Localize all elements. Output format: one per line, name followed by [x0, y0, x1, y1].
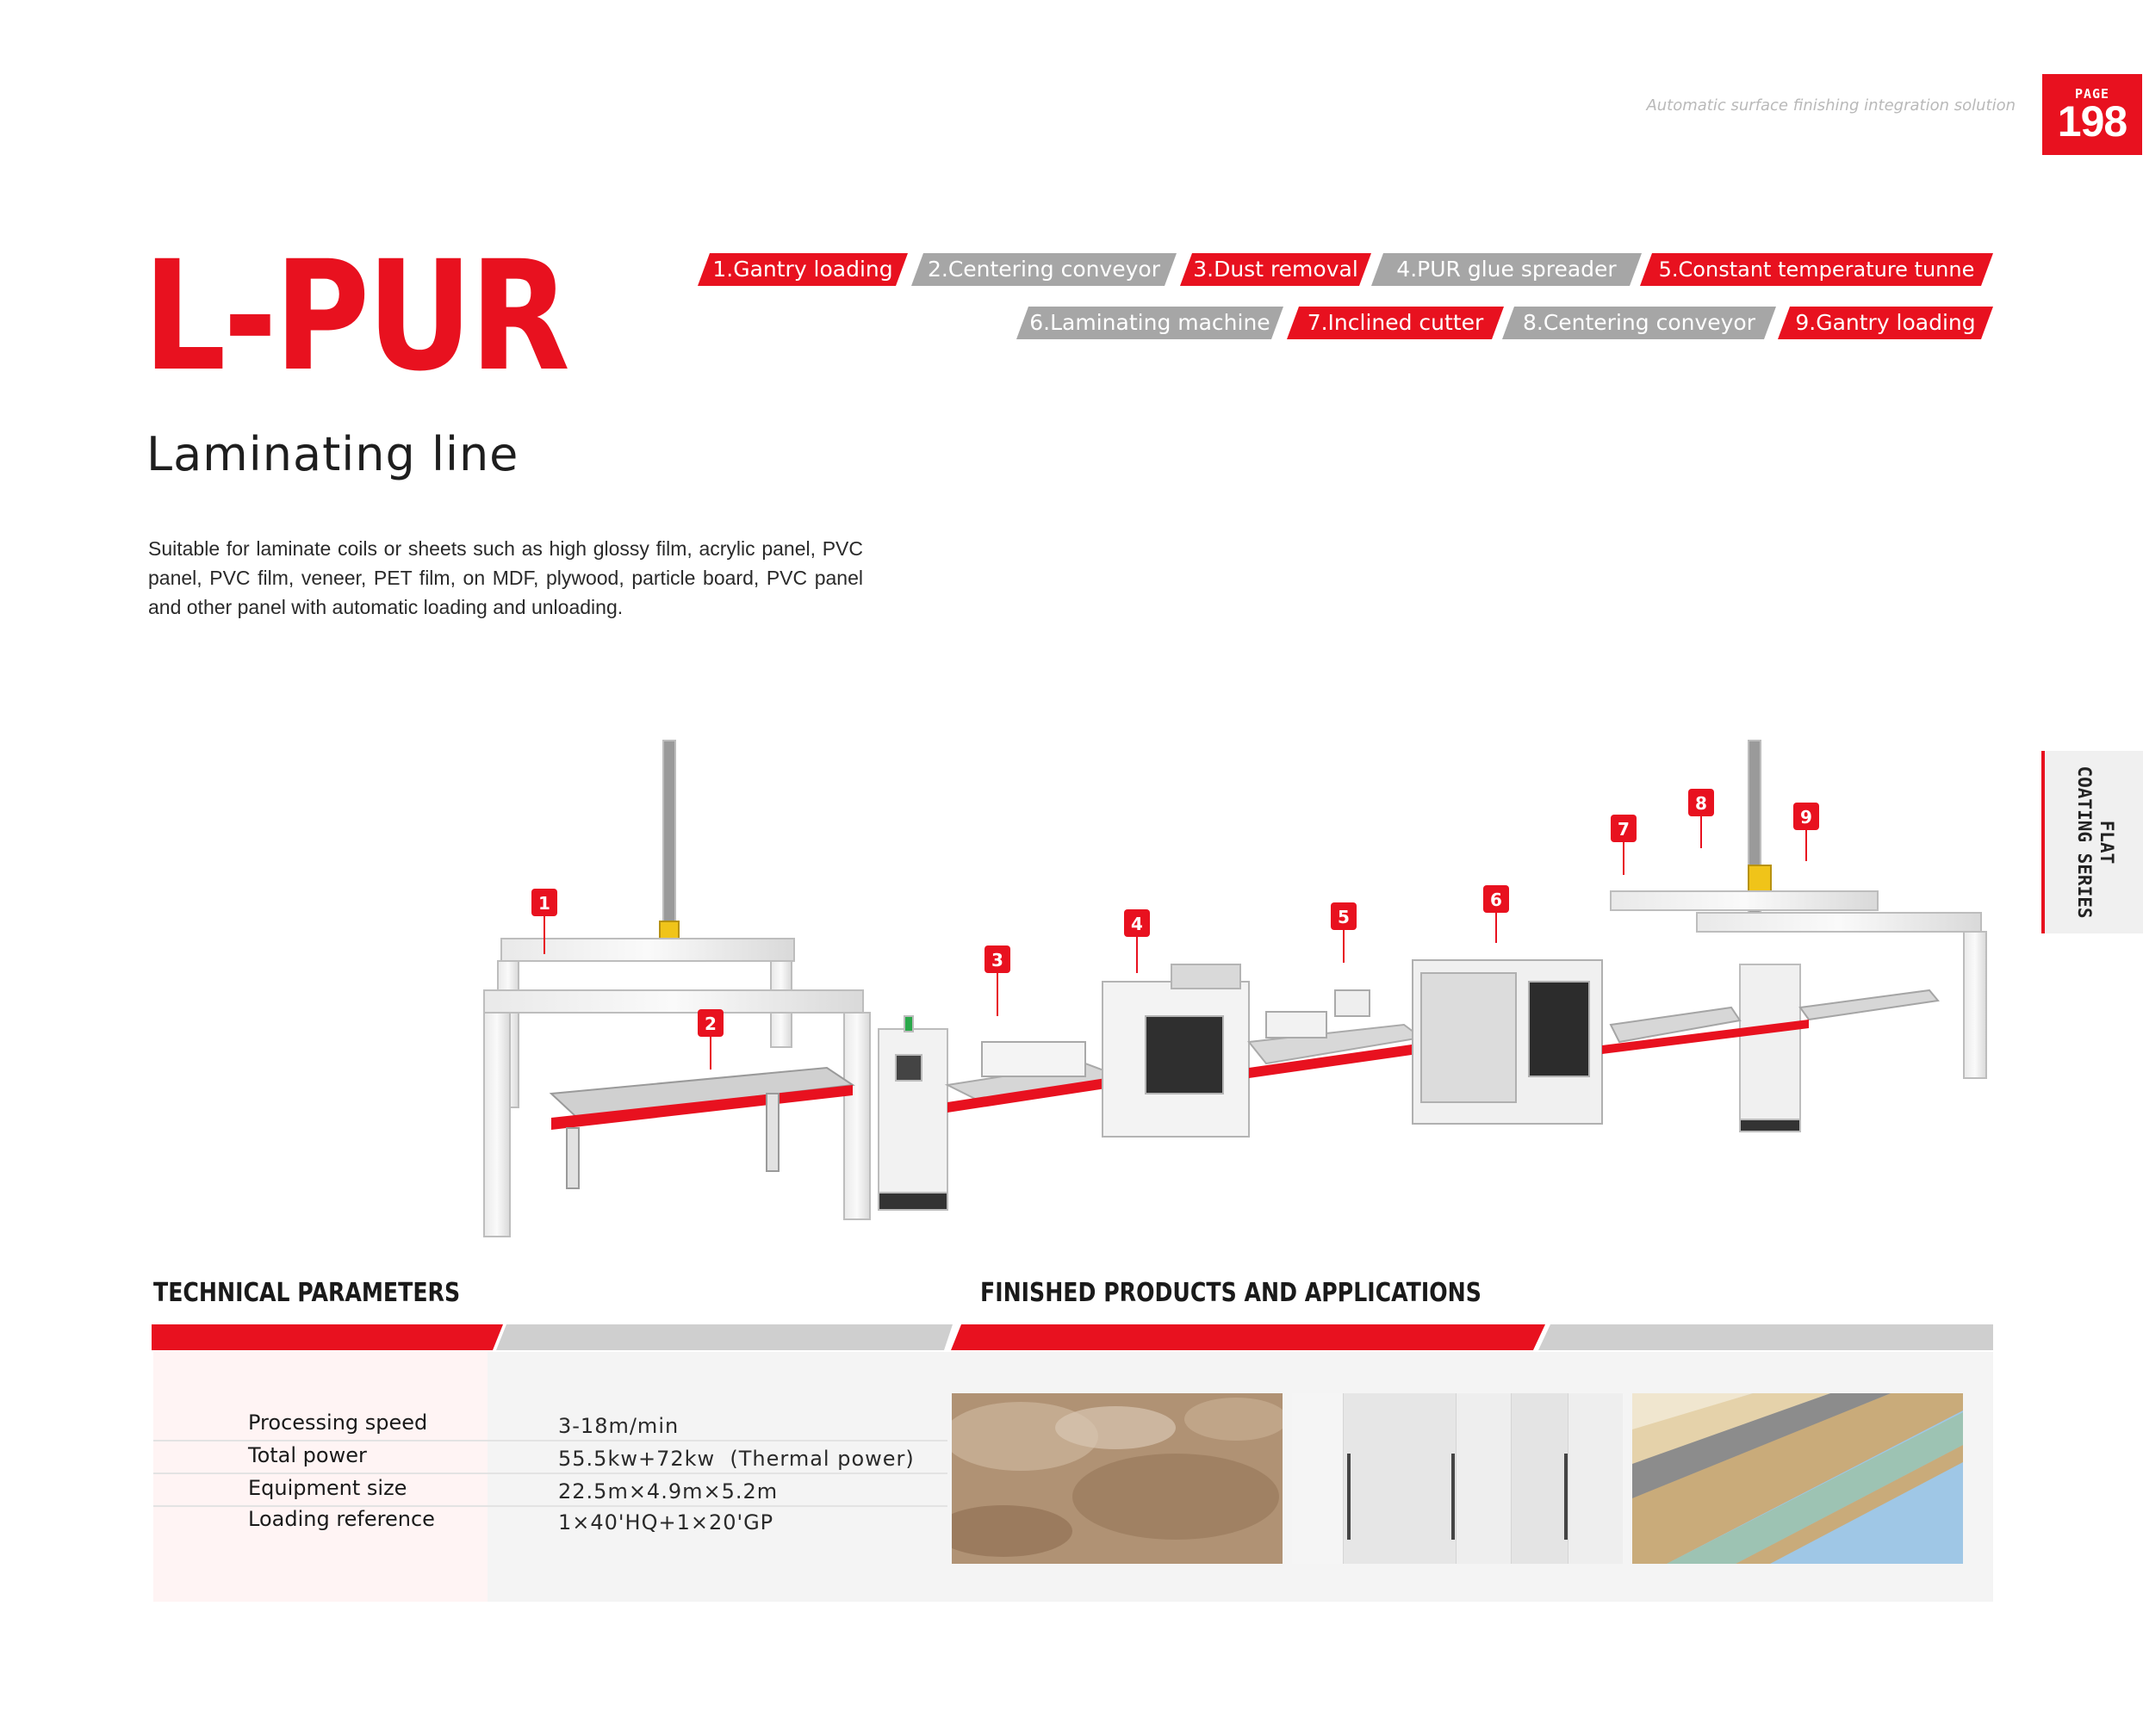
param-key: Loading reference — [248, 1507, 435, 1531]
marker-label: 9 — [1800, 807, 1812, 828]
process-step: 8.Centering conveyor — [1502, 307, 1776, 339]
marker-6: 6 — [1483, 885, 1509, 943]
param-row: Loading reference 1×40'HQ+1×20'GP — [153, 1505, 947, 1536]
param-value: 3-18m/min — [558, 1414, 680, 1438]
laminating-machine — [1412, 959, 1603, 1125]
param-row: Processing speed 3-18m/min — [153, 1409, 947, 1442]
gantry-right — [1610, 740, 1987, 1132]
control-cabinet — [878, 1015, 948, 1211]
product-subtitle: Laminating line — [146, 427, 519, 481]
laminating-line-illustration: 1 2 3 4 5 6 7 8 9 — [483, 740, 1987, 1237]
marker-label: 6 — [1490, 890, 1502, 910]
process-step: 7.Inclined cutter — [1287, 307, 1504, 339]
dust-removal-unit — [944, 1041, 1146, 1113]
marker-2: 2 — [698, 1009, 724, 1070]
marker-label: 4 — [1131, 914, 1143, 934]
marker-4: 4 — [1124, 909, 1150, 973]
marker-3: 3 — [985, 946, 1010, 1016]
particle-board-photo — [1632, 1393, 1963, 1564]
process-step: 6.Laminating machine — [1016, 307, 1283, 339]
param-row: Equipment size 22.5m×4.9m×5.2m — [153, 1474, 947, 1507]
conveyor-right — [1602, 989, 1940, 1054]
marker-label: 1 — [538, 893, 550, 914]
page-number: 198 — [2057, 97, 2127, 146]
gantry-left — [483, 740, 871, 1237]
side-tab-line2: COATING SERIES — [2074, 766, 2095, 919]
wardrobe-doors-photo — [1292, 1393, 1623, 1564]
param-key: Equipment size — [248, 1476, 407, 1500]
section-bands — [152, 1324, 1993, 1350]
param-key: Processing speed — [248, 1410, 428, 1435]
applications-heading: FINISHED PRODUCTS AND APPLICATIONS — [980, 1278, 1481, 1308]
param-value: 22.5m×4.9m×5.2m — [558, 1479, 779, 1504]
marker-label: 3 — [991, 950, 1003, 970]
product-title: L-PUR — [143, 228, 570, 405]
marker-9: 9 — [1793, 803, 1819, 861]
parameter-label-column — [153, 1352, 488, 1602]
process-step: 2.Centering conveyor — [911, 253, 1177, 286]
marker-label: 7 — [1618, 819, 1630, 840]
glue-spreader — [1102, 964, 1250, 1138]
technical-parameters-heading: TECHNICAL PARAMETERS — [153, 1278, 461, 1308]
marker-5: 5 — [1331, 902, 1357, 963]
process-step: 9.Gantry loading — [1778, 307, 1993, 339]
marker-1: 1 — [531, 889, 557, 954]
side-tab: FLAT COATING SERIES — [2041, 751, 2143, 933]
param-value: 1×40'HQ+1×20'GP — [558, 1510, 774, 1534]
marker-8: 8 — [1688, 789, 1714, 848]
param-row: Total power 55.5kw+72kw (Thermal power) — [153, 1442, 947, 1474]
process-step: 3.Dust removal — [1180, 253, 1371, 286]
product-description: Suitable for laminate coils or sheets su… — [148, 537, 863, 618]
marker-label: 8 — [1695, 793, 1707, 814]
process-step: 5.Constant temperature tunne — [1640, 253, 1993, 286]
process-step: 4.PUR glue spreader — [1371, 253, 1642, 286]
marble-panel-photo — [952, 1393, 1283, 1564]
header-tagline: Automatic surface finishing integration … — [1646, 96, 2016, 115]
side-tab-line1: FLAT — [2096, 820, 2117, 865]
marker-7: 7 — [1611, 815, 1637, 875]
param-key: Total power — [248, 1443, 367, 1467]
step-markers: 1 2 3 4 5 6 7 8 9 — [531, 789, 1819, 1070]
process-step: 1.Gantry loading — [698, 253, 908, 286]
param-value: 55.5kw+72kw (Thermal power) — [558, 1447, 915, 1471]
page-badge: PAGE 198 — [2042, 74, 2142, 155]
marker-label: 2 — [705, 1014, 717, 1034]
marker-label: 5 — [1338, 907, 1350, 927]
page-label: PAGE — [2074, 86, 2110, 102]
side-tab-text: FLAT COATING SERIES — [2073, 766, 2118, 918]
temperature-tunnel — [1247, 989, 1430, 1078]
conveyor-left — [549, 1066, 855, 1189]
